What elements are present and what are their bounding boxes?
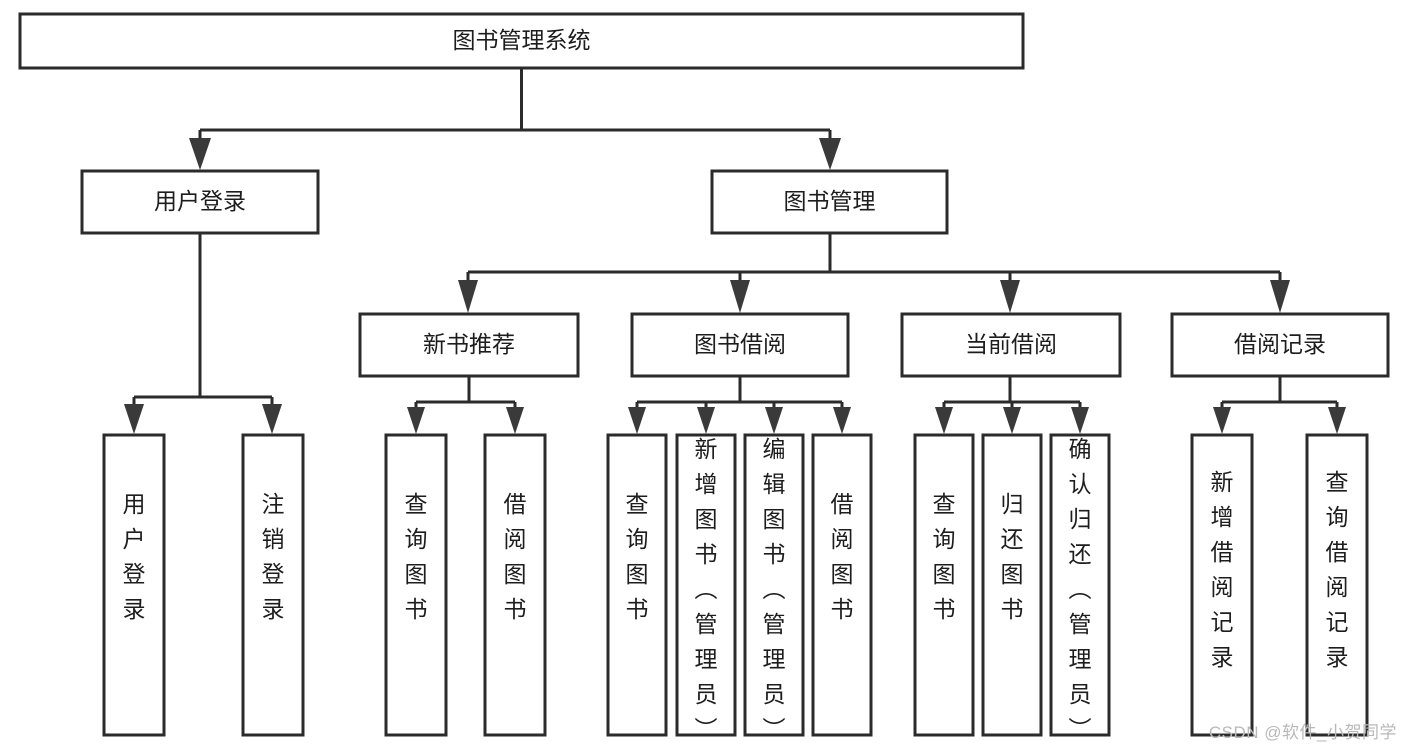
leaf-node[interactable]: 用户登录	[102, 433, 166, 737]
node-book-management-label: 图书管理	[784, 188, 876, 214]
leaf-label-query-book-a: 查询图书	[405, 491, 428, 622]
leaf-label-user-login: 用户登录	[123, 491, 146, 622]
leaf-node[interactable]: 借阅图书	[483, 433, 547, 737]
leaf-label-add-borrow-record: 新增借阅记录	[1211, 469, 1234, 670]
leaf-box-add-book-admin[interactable]	[675, 433, 737, 737]
leaf-box-query-book-c[interactable]	[913, 433, 975, 737]
leaf-node[interactable]: 归还图书	[981, 433, 1043, 737]
arrow-to-user-login	[189, 138, 211, 170]
leaf-label-return-book: 归还图书	[1001, 491, 1024, 622]
leaf-node[interactable]: 查询图书	[606, 433, 668, 737]
leaf-node[interactable]: 查询图书	[913, 433, 975, 737]
arrow-to-new-book-rec	[458, 280, 478, 313]
leaf-node[interactable]: 查询图书	[384, 433, 448, 737]
node-new-book-recommend[interactable]: 新书推荐	[358, 312, 580, 378]
node-borrow-record[interactable]: 借阅记录	[1170, 312, 1390, 378]
arrow-to-leaf-logout	[262, 404, 282, 434]
node-current-borrow[interactable]: 当前借阅	[900, 312, 1122, 378]
arrow-borrowrecord-leaf-2	[1328, 407, 1346, 434]
node-root-box[interactable]	[18, 12, 1025, 70]
arrow-currentborrow-leaf-2	[1003, 407, 1021, 434]
node-current-borrow-label: 当前借阅	[965, 331, 1057, 357]
node-borrow-record-box[interactable]	[1170, 312, 1390, 378]
leaf-label-query-book-c: 查询图书	[933, 491, 956, 622]
leaf-box-logout[interactable]	[241, 433, 305, 737]
leaf-node[interactable]: 注销登录	[241, 433, 305, 737]
leaf-box-add-borrow-record[interactable]	[1190, 433, 1254, 737]
node-user-login[interactable]: 用户登录	[80, 169, 320, 235]
leaf-label-edit-book-admin: 编辑图书︵管理员︶	[763, 436, 786, 742]
leaf-box-borrow-book-a[interactable]	[483, 433, 547, 737]
leaf-node[interactable]: 确认归还︵管理员︶	[1049, 433, 1111, 742]
leaf-label-query-borrow-record: 查询借阅记录	[1326, 469, 1349, 670]
arrow-to-current-borrow	[1000, 280, 1020, 313]
leaf-box-query-book-b[interactable]	[606, 433, 668, 737]
arrow-to-book-borrow	[730, 280, 750, 313]
node-current-borrow-box[interactable]	[900, 312, 1122, 378]
arrow-newbook-leaf-1	[407, 407, 425, 434]
leaf-label-add-book-admin: 新增图书︵管理员︶	[695, 436, 718, 742]
arrow-currentborrow-leaf-3	[1071, 407, 1089, 434]
arrow-to-leaf-user-login	[124, 404, 144, 434]
node-book-borrow[interactable]: 图书借阅	[630, 312, 850, 378]
leaf-box-borrow-book-b[interactable]	[811, 433, 873, 737]
node-user-login-label: 用户登录	[154, 188, 246, 214]
arrow-newbook-leaf-2	[506, 407, 524, 434]
leaf-label-confirm-return-admin: 确认归还︵管理员︶	[1069, 436, 1092, 742]
arrow-bookborrow-leaf-4	[833, 407, 851, 434]
node-user-login-box[interactable]	[80, 169, 320, 235]
leaf-box-query-borrow-record[interactable]	[1305, 433, 1369, 737]
leaf-label-query-book-b: 查询图书	[626, 491, 649, 622]
arrow-currentborrow-leaf-1	[935, 407, 953, 434]
arrow-bookborrow-leaf-2	[697, 407, 715, 434]
arrow-bookborrow-leaf-1	[628, 407, 646, 434]
node-book-management[interactable]: 图书管理	[710, 169, 949, 235]
leaf-node[interactable]: 新增借阅记录	[1190, 433, 1254, 737]
leaf-node[interactable]: 查询借阅记录	[1305, 433, 1369, 737]
leaf-box-return-book[interactable]	[981, 433, 1043, 737]
node-new-book-recommend-label: 新书推荐	[423, 331, 515, 357]
node-root[interactable]: 图书管理系统	[18, 12, 1025, 70]
node-borrow-record-label: 借阅记录	[1234, 331, 1326, 357]
leaf-node[interactable]: 新增图书︵管理员︶	[675, 433, 737, 742]
arrow-to-borrow-record	[1270, 280, 1290, 313]
leaf-box-user-login[interactable]	[102, 433, 166, 737]
leaf-box-query-book-a[interactable]	[384, 433, 448, 737]
leaf-node[interactable]: 编辑图书︵管理员︶	[743, 433, 805, 742]
edge-layer	[124, 68, 1346, 434]
arrow-borrowrecord-leaf-1	[1213, 407, 1231, 434]
leaf-label-borrow-book-b: 借阅图书	[831, 491, 854, 622]
node-book-borrow-box[interactable]	[630, 312, 850, 378]
leaf-node[interactable]: 借阅图书	[811, 433, 873, 737]
leaf-label-borrow-book-a: 借阅图书	[504, 491, 527, 622]
leaf-box-edit-book-admin[interactable]	[743, 433, 805, 737]
arrow-to-book-mgmt	[819, 138, 841, 170]
node-new-book-recommend-box[interactable]	[358, 312, 580, 378]
node-root-label: 图书管理系统	[453, 27, 591, 53]
leaf-label-logout: 注销登录	[262, 491, 285, 622]
node-book-borrow-label: 图书借阅	[694, 331, 786, 357]
leaf-box-confirm-return-admin[interactable]	[1049, 433, 1111, 737]
node-layer: 图书管理系统 用户登录 图书管理 新书推荐 图书借阅	[18, 12, 1390, 742]
arrow-bookborrow-leaf-3	[765, 407, 783, 434]
node-book-management-box[interactable]	[710, 169, 949, 235]
